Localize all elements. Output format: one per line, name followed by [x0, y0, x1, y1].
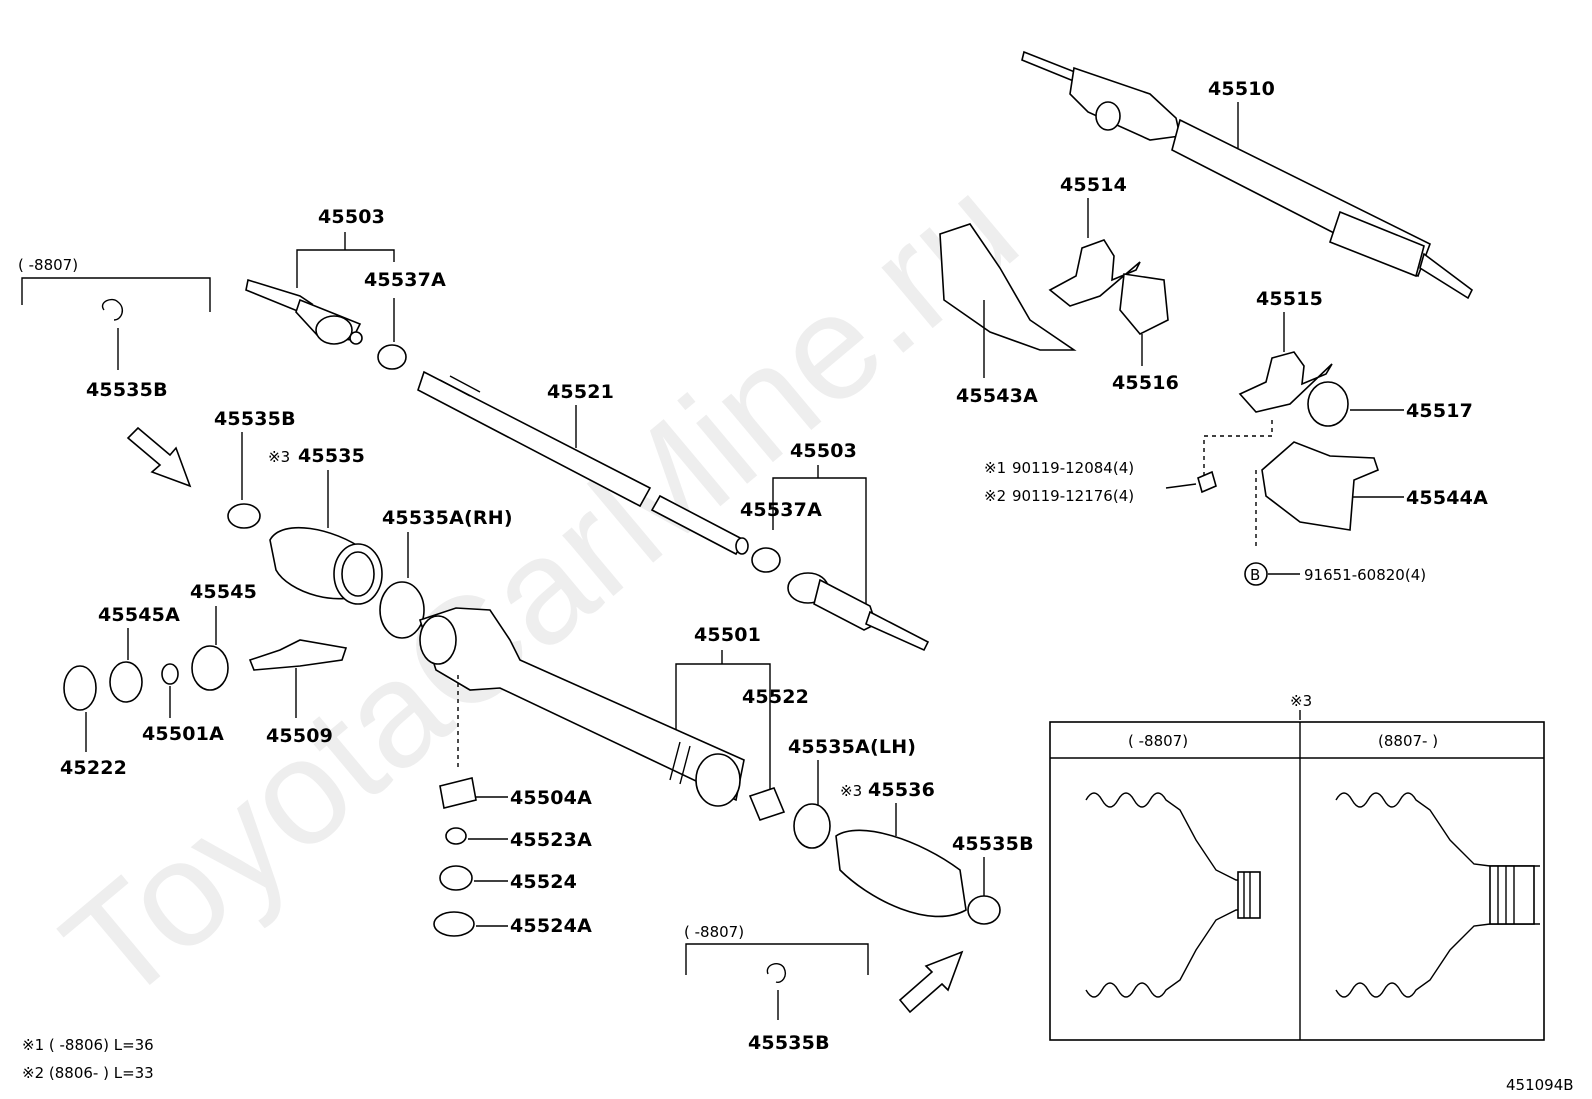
gear-housing-45501	[418, 607, 745, 807]
ref-mark-3-a: ※3	[268, 448, 290, 466]
part-label-45535a-lh: 45535A(LH)	[788, 736, 916, 758]
bearing-45501a	[161, 663, 179, 685]
boot-clip-left	[227, 503, 261, 529]
rack-guide-45504a	[439, 777, 477, 809]
boot-clip-right	[967, 895, 1001, 925]
part-label-45536: 45536	[868, 779, 935, 801]
spring-45523a	[445, 827, 467, 845]
table-range-left: ( -8807)	[1128, 732, 1188, 750]
ref-mark-2: ※2	[984, 487, 1006, 505]
nut-part: 91651-60820(4)	[1304, 566, 1426, 584]
bolt-part-2: 90119-12176(4)	[1012, 487, 1134, 505]
gear-assembly-45510	[1021, 50, 1474, 300]
table-range-right: (8807- )	[1378, 732, 1438, 750]
bolt-part-1: 90119-12084(4)	[1012, 459, 1134, 477]
bushing-45517	[1307, 381, 1349, 427]
part-label-45545a: 45545A	[98, 604, 180, 626]
clip-icon-bottom	[766, 963, 786, 983]
part-label-45510: 45510	[1208, 78, 1275, 100]
part-label-45521: 45521	[547, 381, 614, 403]
part-label-45503-top: 45503	[318, 206, 385, 228]
clip-icon	[101, 298, 124, 321]
boot-clamp-rh	[379, 581, 425, 639]
part-label-45504a: 45504A	[510, 787, 592, 809]
part-label-45537a-top: 45537A	[364, 269, 446, 291]
footnote-2: ※2 (8806- ) L=33	[22, 1064, 154, 1082]
part-label-45524: 45524	[510, 871, 577, 893]
cap-45222	[63, 665, 97, 711]
part-label-45501a: 45501A	[142, 723, 224, 745]
tie-rod-end-top	[245, 278, 363, 345]
plate-45544a	[1261, 441, 1379, 531]
bracket-45514	[1048, 239, 1141, 307]
ref-b-letter: B	[1250, 566, 1260, 584]
bolt-icon	[1197, 470, 1217, 494]
boot-45536	[835, 829, 967, 918]
range-label-top-left: ( -8807)	[18, 256, 78, 274]
part-label-45514: 45514	[1060, 174, 1127, 196]
view-arrow-icon-2	[898, 950, 964, 1014]
plug-45545	[191, 645, 229, 691]
bracket-45515	[1238, 351, 1333, 413]
bushing-45516	[1119, 273, 1169, 335]
part-label-45501: 45501	[694, 624, 761, 646]
spring-cap-45524	[439, 865, 473, 891]
part-label-45545: 45545	[190, 581, 257, 603]
locknut-45545a	[109, 661, 143, 703]
part-label-45535b-mid: 45535B	[214, 408, 296, 430]
part-label-45535b-left: 45535B	[86, 379, 168, 401]
range-label-bottom-mid: ( -8807)	[684, 923, 744, 941]
diagram-id: 451094B	[1506, 1076, 1574, 1094]
part-label-45522: 45522	[742, 686, 809, 708]
tie-rod-end-right	[787, 572, 930, 652]
part-label-45222: 45222	[60, 757, 127, 779]
view-arrow-icon	[126, 426, 192, 488]
boot-profile-early	[1085, 792, 1261, 998]
part-label-45537a-right: 45537A	[740, 499, 822, 521]
part-label-45535: 45535	[298, 445, 365, 467]
ref-mark-1: ※1	[984, 459, 1006, 477]
steering-rack-45521	[417, 370, 749, 556]
part-label-45515: 45515	[1256, 288, 1323, 310]
part-label-45524a: 45524A	[510, 915, 592, 937]
part-label-45543a: 45543A	[956, 385, 1038, 407]
boot-45535	[269, 526, 383, 605]
part-label-45509: 45509	[266, 725, 333, 747]
rack-bushing-45522	[748, 787, 786, 821]
part-label-45535b-bottom: 45535B	[748, 1032, 830, 1054]
part-label-45516: 45516	[1112, 372, 1179, 394]
ref-b-circle-icon	[1244, 562, 1268, 586]
plate-45543a	[939, 223, 1077, 351]
lock-washer-top	[377, 344, 407, 370]
part-label-45523a: 45523A	[510, 829, 592, 851]
part-label-45503-right: 45503	[790, 440, 857, 462]
locknut-45524a	[433, 911, 475, 937]
footnote-1: ※1 ( -8806) L=36	[22, 1036, 154, 1054]
part-label-45544a: 45544A	[1406, 487, 1488, 509]
part-label-45535a-rh: 45535A(RH)	[382, 507, 513, 529]
part-label-45517: 45517	[1406, 400, 1473, 422]
ref-mark-3-table: ※3	[1290, 692, 1312, 710]
boot-clamp-lh	[793, 803, 831, 849]
lock-washer-right	[751, 547, 781, 573]
boot-profile-table	[1049, 721, 1545, 1041]
boot-profile-late	[1335, 792, 1540, 998]
part-label-45535b-right: 45535B	[952, 833, 1034, 855]
ref-mark-3-b: ※3	[840, 782, 862, 800]
pinion-shaft-45509	[248, 639, 348, 671]
